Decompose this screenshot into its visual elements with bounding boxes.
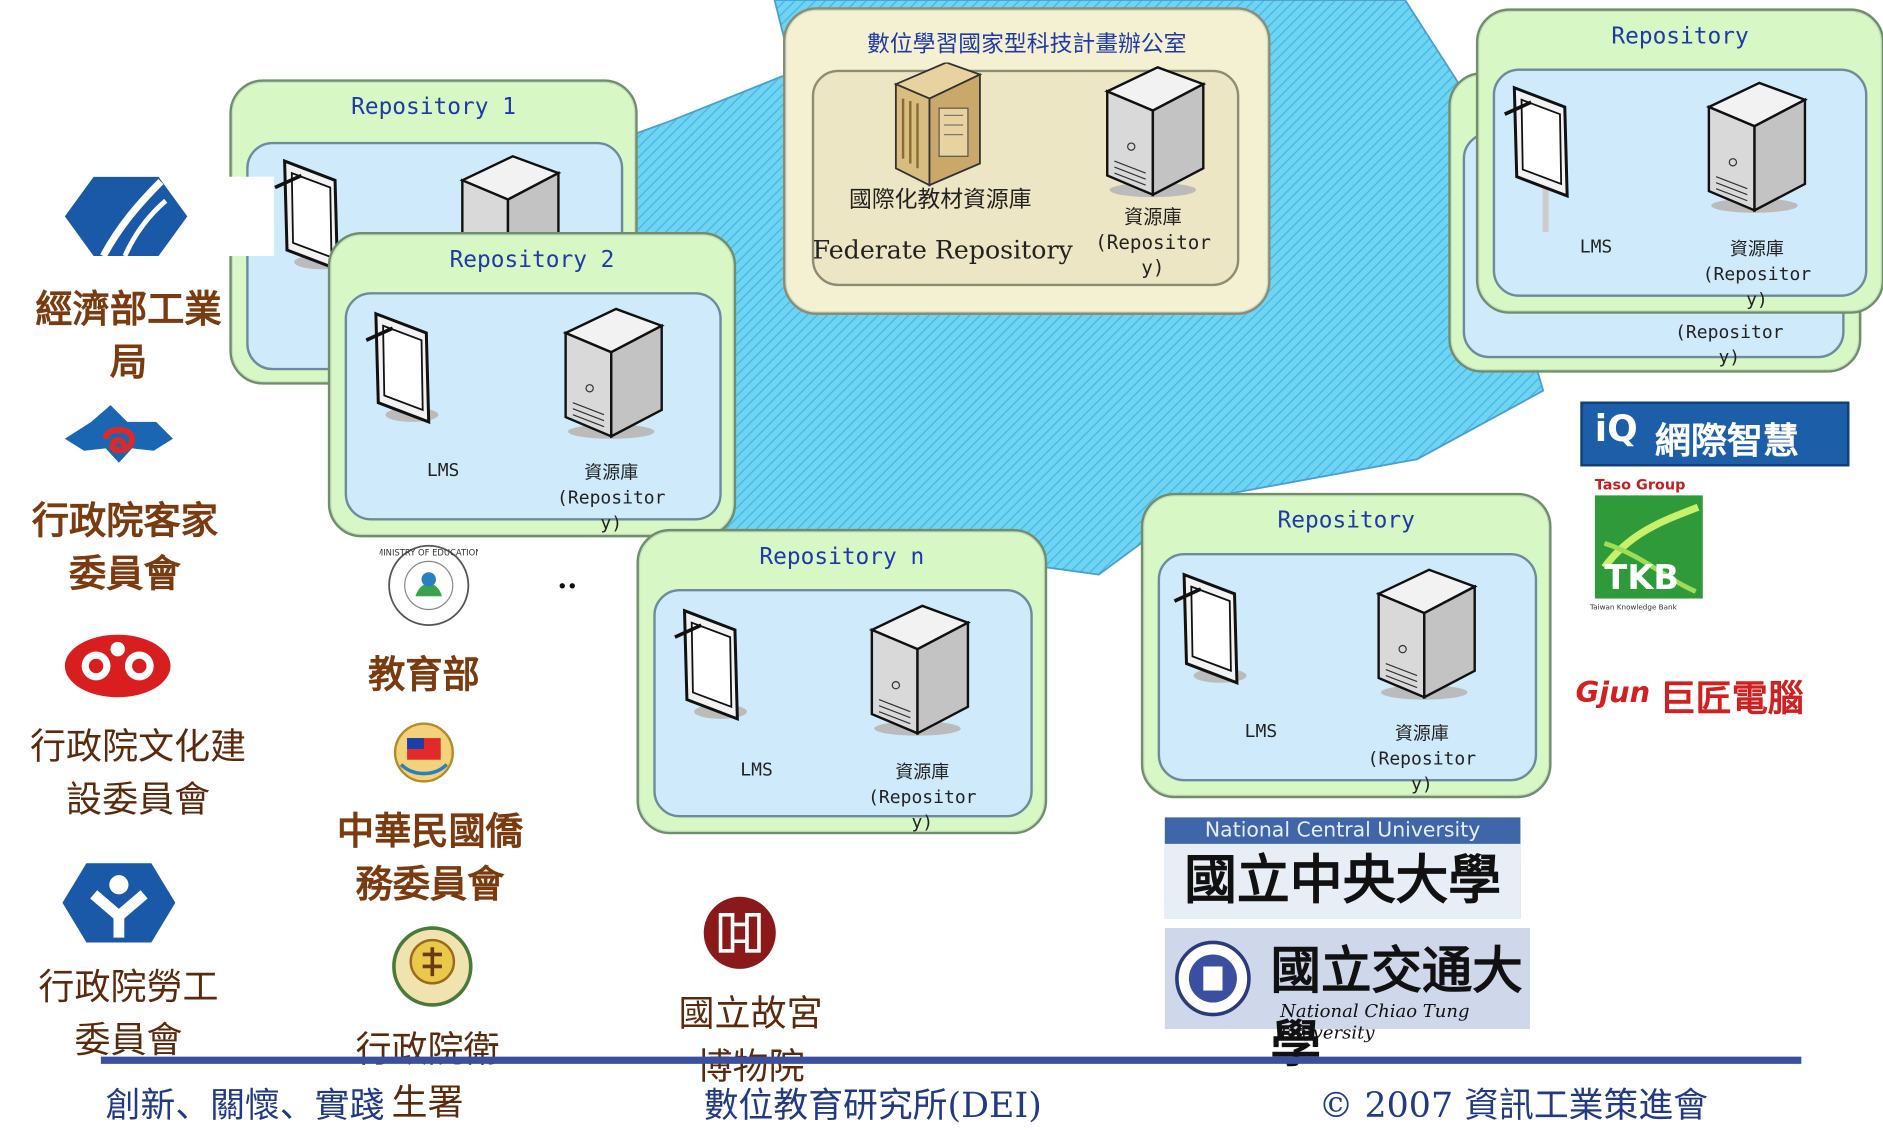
center-office-panel: 數位學習國家型科技計畫辦公室 國際化教材資源庫 Federate Reposit…: [782, 7, 1271, 315]
lms-label: LMS: [426, 459, 460, 481]
lms-tablet-icon: [365, 311, 439, 425]
npm-logo: [703, 896, 776, 969]
hakka-name: 行政院客家委員會: [31, 500, 218, 597]
lms-tablet-icon: [674, 608, 747, 722]
moe-logo: MINISTRY OF EDUCATION: [379, 544, 478, 626]
repository-1-title: Repository 1: [351, 93, 516, 121]
footer-rule: [100, 1056, 1802, 1064]
lms-tablet-icon: [1173, 572, 1247, 685]
moe-name: 教育部: [368, 653, 480, 698]
footer-institute: 數位教育研究所(DEI): [703, 1084, 1042, 1126]
repository-server-icon: [562, 307, 665, 439]
federate-label-cn: 國際化教材資源庫: [849, 186, 1032, 213]
tkb-logo: Taso Group TKB Taiwan Knowledge Bank: [1583, 476, 1715, 623]
federate-label-en: Federate Repository: [812, 235, 1073, 265]
iq-name: 網際智慧: [1654, 420, 1799, 463]
labor-logo: [62, 863, 176, 943]
lms-label: LMS: [1244, 720, 1278, 742]
ncu-logo: National Central University 國立中央大學: [1164, 817, 1521, 919]
gjun-name: 巨匠電腦: [1659, 677, 1804, 721]
repository-right-title: Repository: [1277, 507, 1415, 534]
gjun-mark: Gjun: [1575, 675, 1651, 710]
center-office-inner: 國際化教材資源庫 Federate Repository 資源庫(Reposit…: [811, 62, 1240, 287]
doh-logo: [392, 926, 473, 1007]
svg-text:MINISTRY OF EDUCATION: MINISTRY OF EDUCATION: [379, 547, 477, 557]
iq-mark: iQ: [1594, 408, 1638, 451]
repository-stack-title: Repository: [1611, 22, 1749, 50]
ocac-name: 中華民國僑務委員會: [336, 810, 523, 907]
tkb-mark: TKB: [1604, 557, 1680, 598]
ocac-logo: [393, 722, 454, 783]
doh-name: 行政院衛生署: [355, 1028, 500, 1124]
culture-name: 行政院文化建設委員會: [30, 726, 247, 822]
npm-name: 國立故宮博物院: [678, 992, 823, 1088]
repository-2-title: Repository 2: [449, 246, 615, 273]
ncu-cn: 國立中央大學: [1164, 843, 1521, 919]
repository-server-icon: [1705, 81, 1808, 213]
footer-slogan: 創新、關懷、實踐: [105, 1084, 385, 1126]
ncu-en: National Central University: [1164, 817, 1521, 844]
center-office-title: 數位學習國家型科技計畫辦公室: [867, 31, 1187, 58]
footer-copyright: © 2007 資訊工業策進會: [1318, 1084, 1708, 1126]
lms-label: LMS: [740, 758, 773, 781]
iq-logo: iQ 網際智慧: [1580, 401, 1850, 467]
nctu-logo: 國立交通大學 National Chiao Tung University: [1164, 928, 1530, 1073]
repository-server-icon: [868, 604, 971, 736]
federate-server-icon: [893, 62, 983, 187]
lms-label: LMS: [1579, 235, 1613, 258]
repository-server-icon: [1104, 66, 1207, 198]
moea-logo: [9, 176, 274, 258]
hakka-logo: [64, 405, 173, 463]
nctu-cn: 國立交通大學: [1270, 941, 1523, 1074]
ellipsis: ..: [557, 560, 578, 596]
nctu-en: National Chiao Tung University: [1280, 1000, 1470, 1044]
moea-name: 經濟部工業局: [35, 288, 222, 385]
lms-tablet-icon: [1503, 85, 1569, 233]
lms-tablet-icon: [274, 158, 348, 272]
labor-name: 行政院勞工委員會: [38, 966, 219, 1062]
tkb-sub: Taiwan Knowledge Bank: [1589, 603, 1677, 612]
tkb-group: Taso Group: [1594, 476, 1686, 493]
culture-logo: [64, 634, 171, 698]
gjun-logo: Gjun 巨匠電腦: [1575, 668, 1840, 720]
repository-n-title: Repository n: [759, 543, 925, 570]
repository-server-icon: [1375, 568, 1478, 700]
